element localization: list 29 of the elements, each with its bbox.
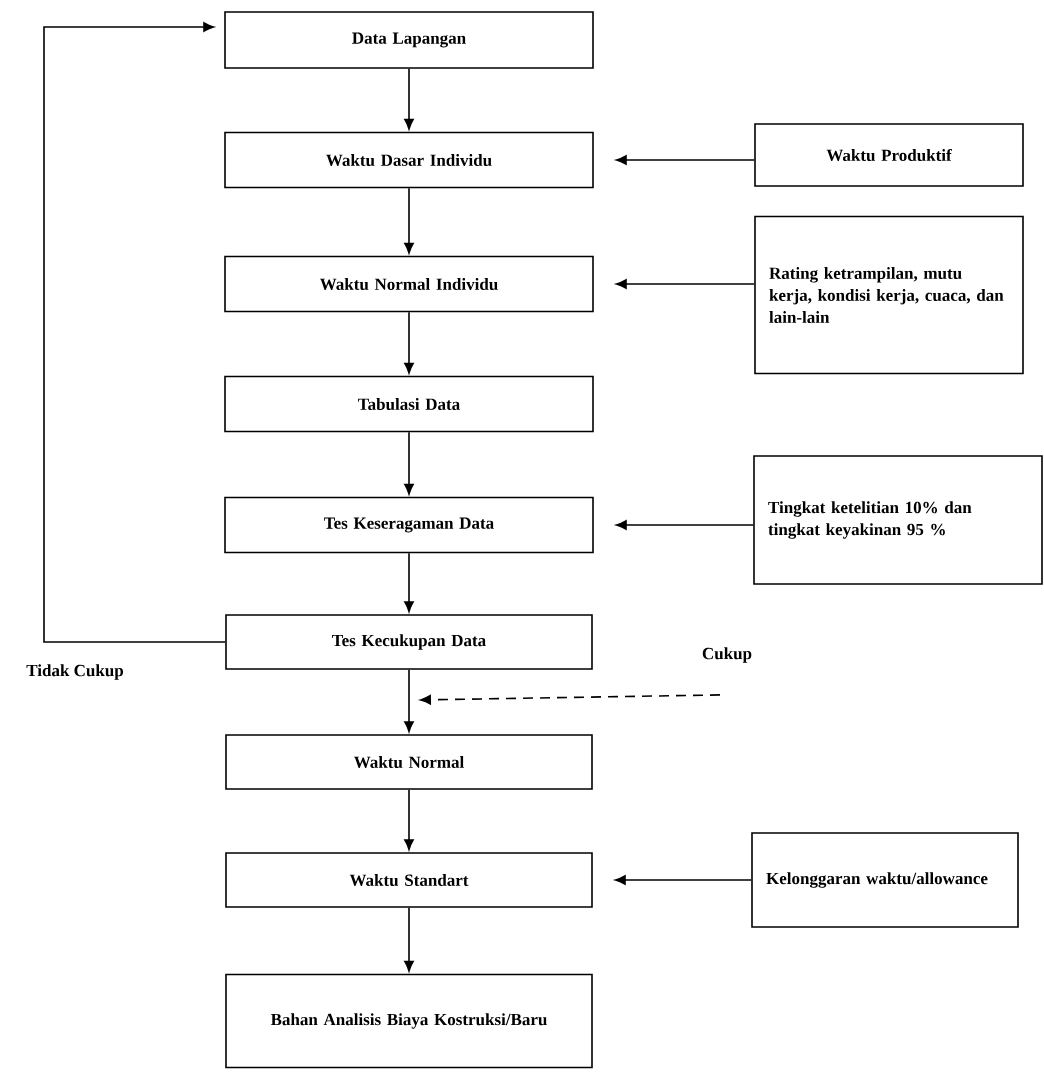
arrow: [404, 907, 414, 972]
arrow: [615, 155, 755, 165]
input-box: Rating ketrampilan, mutu kerja, kondisi kerja, cuaca, dan lain-lain: [754, 215, 1024, 375]
process-box: Tes Keseragaman Data: [224, 496, 594, 554]
arrow: [404, 431, 414, 495]
dashed-arrow: [420, 694, 721, 705]
process-box: Waktu Normal: [225, 734, 593, 790]
arrow: [615, 279, 755, 289]
process-box: Waktu Normal Individu: [224, 255, 594, 313]
arrow: [43, 22, 226, 643]
process-box: Waktu Dasar Individu: [224, 131, 594, 189]
input-box: Waktu Produktif: [754, 123, 1024, 187]
process-box: Waktu Standart: [225, 852, 593, 908]
arrow: [404, 311, 414, 374]
arrow: [614, 875, 752, 885]
arrow: [404, 669, 414, 733]
process-box: Tes Kecukupan Data: [225, 614, 593, 670]
arrow: [404, 552, 414, 613]
input-box: Kelonggaran waktu/allowance: [751, 832, 1019, 928]
edge-label: Tidak Cukup: [26, 664, 124, 680]
arrow: [615, 520, 754, 530]
branch-label: Cukup: [702, 647, 752, 663]
arrow: [404, 68, 414, 130]
process-box: Bahan Analisis Biaya Kostruksi/Baru: [225, 973, 593, 1069]
arrow: [404, 187, 414, 254]
process-box: Data Lapangan: [224, 11, 594, 69]
arrow: [404, 789, 414, 851]
input-box: Tingkat ketelitian 10% dan tingkat keyakinan 95 %: [753, 455, 1043, 585]
process-box: Tabulasi Data: [224, 375, 594, 433]
